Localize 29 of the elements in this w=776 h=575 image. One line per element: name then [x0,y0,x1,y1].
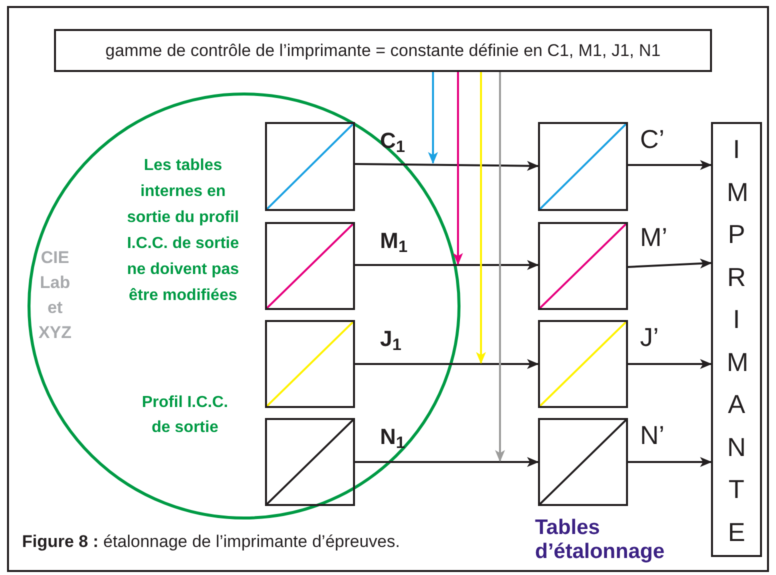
arrow [355,359,539,369]
arrow [354,160,539,171]
edge-label: M’ [640,221,668,254]
arrow [355,260,539,270]
vertical-label: IMPRIMANTE [726,133,746,548]
arrow [476,72,486,364]
note-text: Les tables internes en sortie du profil I.C.C. de sortie ne doivent pas être modifiées [126,156,240,306]
table-caption: Tables d’étalonnage [535,516,666,564]
note-text: Profil I.C.C. de sortie [140,393,230,438]
edge-label: M$_{1}$ [380,227,408,257]
figure-caption: Figure 8 : étalonnage de l’imprimante d’épreuves. [22,531,400,553]
edge-label: J’ [640,321,659,354]
arrow [628,457,712,467]
edge-label: C’ [640,123,665,156]
edge-label: C$_{1}$ [380,127,406,157]
header-box [54,29,712,72]
arrow [628,359,712,369]
arrow [355,457,539,467]
arrow [628,160,712,170]
arrow [628,258,712,269]
arrow [428,72,438,164]
printer-box [711,122,762,557]
header-text: gamme de contrôle de l’imprimante = constante définie en C1, M1, J1, N1 [105,40,661,62]
side-note: CIE Lab et XYZ [37,247,73,344]
edge-label: N’ [640,419,665,452]
edge-label: J$_{1}$ [380,325,402,355]
arrow [453,72,463,265]
edge-label: N$_{1}$ [380,423,406,453]
arrow [495,72,505,462]
